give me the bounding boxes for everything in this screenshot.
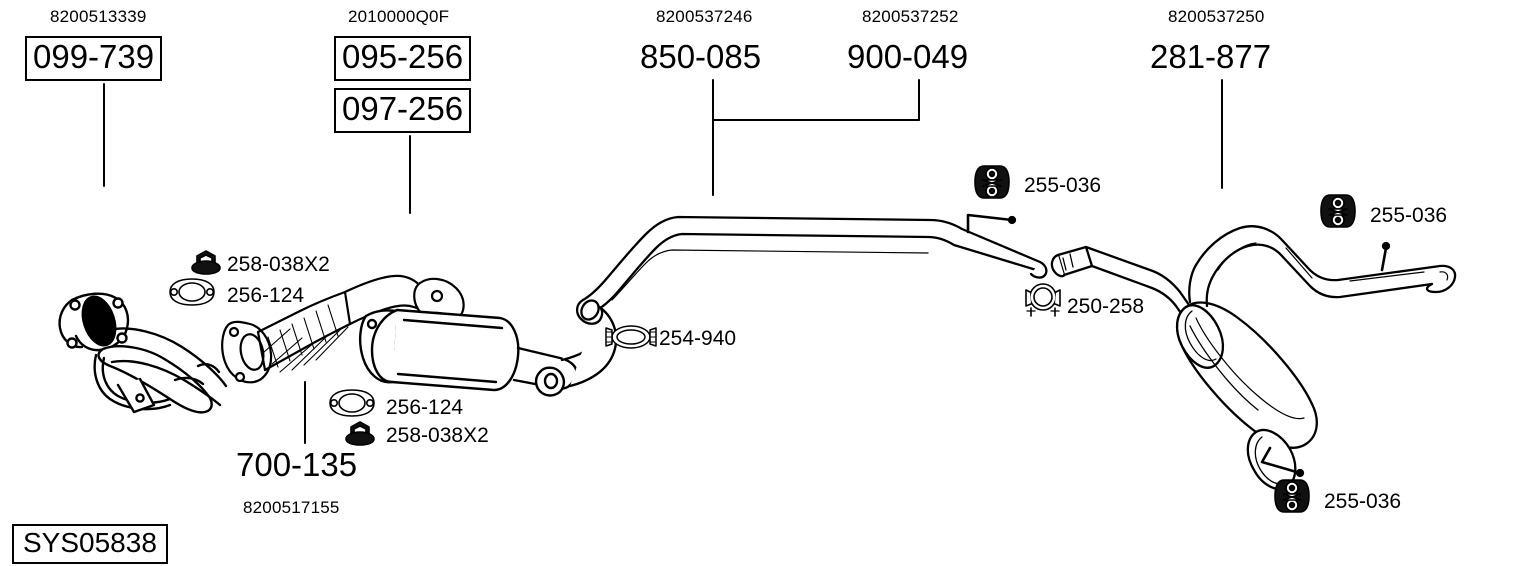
leader-lines bbox=[103, 79, 1223, 444]
gasket-icon-lower-left bbox=[329, 389, 375, 417]
clamp-icon-254-940 bbox=[605, 325, 657, 349]
hanger-icon-center bbox=[974, 165, 1010, 199]
label-gasket-upper-left[interactable]: 256-124 bbox=[227, 284, 305, 307]
label-hanger-lower-right[interactable]: 255-036 bbox=[1324, 490, 1402, 513]
gasket-icon-upper-left bbox=[169, 278, 215, 306]
label-hanger-upper-right[interactable]: 255-036 bbox=[1370, 204, 1448, 227]
part-code-097-256[interactable]: 097-256 bbox=[334, 88, 472, 133]
system-id-box[interactable]: SYS05838 bbox=[12, 524, 168, 564]
oem-number-700-135: 8200517155 bbox=[243, 498, 340, 517]
intermediate-pipe bbox=[575, 213, 1048, 325]
label-gasket-lower-left[interactable]: 256-124 bbox=[386, 396, 464, 419]
oem-number-099-739: 8200513339 bbox=[50, 7, 147, 26]
rear-pipe-and-muffler bbox=[1050, 225, 1457, 491]
part-code-099-739[interactable]: 099-739 bbox=[25, 36, 163, 81]
nut-icon-lower-left bbox=[345, 421, 375, 446]
nut-icon-upper-left bbox=[191, 250, 221, 275]
part-code-900-049[interactable]: 900-049 bbox=[847, 38, 969, 75]
label-nut-upper-left[interactable]: 258-038X2 bbox=[227, 253, 330, 276]
part-code-095-256[interactable]: 095-256 bbox=[334, 36, 472, 81]
center-catalytic-converter bbox=[358, 302, 618, 397]
clamp-icon-250-258 bbox=[1025, 283, 1061, 317]
label-clamp-254-940[interactable]: 254-940 bbox=[659, 327, 737, 350]
oem-number-850-085: 8200537246 bbox=[656, 7, 753, 26]
hanger-icon-upper-right bbox=[1320, 194, 1356, 228]
label-nut-lower-left[interactable]: 258-038X2 bbox=[386, 424, 489, 447]
oem-number-281-877: 8200537250 bbox=[1168, 7, 1265, 26]
oem-number-900-049: 8200537252 bbox=[862, 7, 959, 26]
part-code-281-877[interactable]: 281-877 bbox=[1150, 38, 1272, 75]
hanger-icon-lower-right bbox=[1274, 479, 1310, 513]
part-code-850-085[interactable]: 850-085 bbox=[640, 38, 762, 75]
oem-number-095-256: 2010000Q0F bbox=[348, 7, 450, 26]
label-hanger-center[interactable]: 255-036 bbox=[1024, 174, 1102, 197]
front-catalytic-converter bbox=[58, 292, 228, 414]
label-clamp-250-258[interactable]: 250-258 bbox=[1067, 295, 1145, 318]
part-code-700-135[interactable]: 700-135 bbox=[236, 446, 358, 483]
